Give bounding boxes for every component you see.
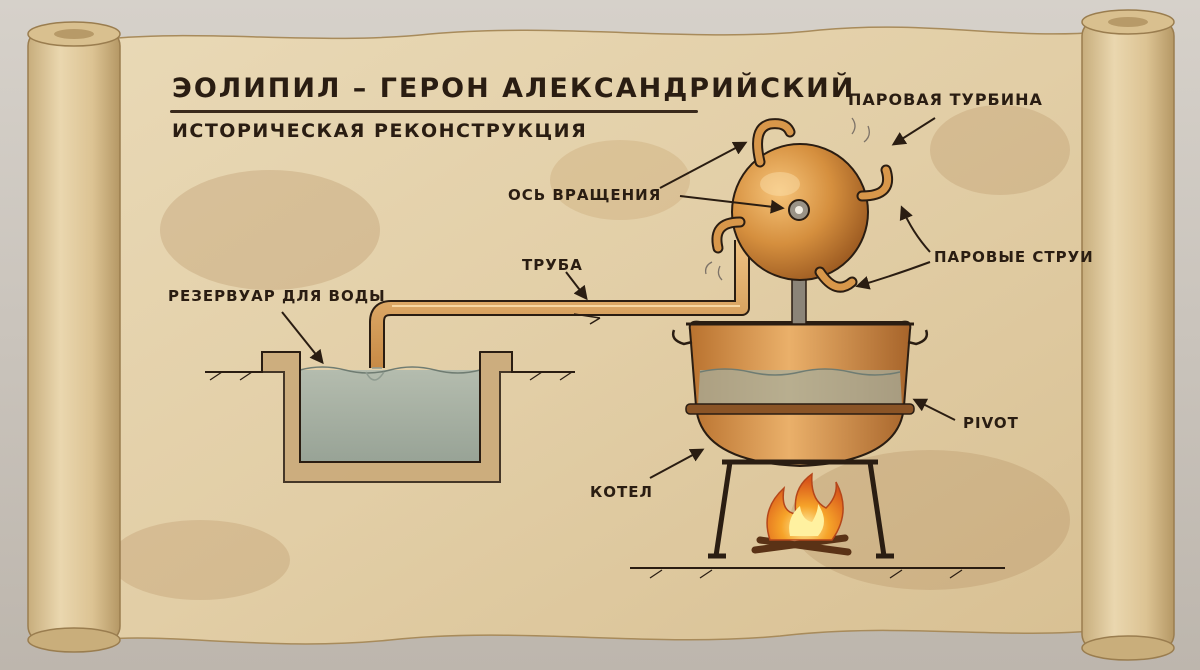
label-boiler: КОТЕЛ [590, 483, 653, 501]
label-arrows [281, 117, 956, 479]
label-pivot: PIVOT [963, 414, 1019, 432]
label-water-reservoir: РЕЗЕРВУАР ДЛЯ ВОДЫ [168, 287, 386, 305]
label-steam-turbine: ПАРОВАЯ ТУРБИНА [848, 90, 1043, 109]
fire [751, 472, 852, 556]
label-pipe: ТРУБА [522, 256, 583, 274]
aeolipile-sphere [704, 117, 893, 293]
label-steam-jets: ПАРОВЫЕ СТРУИ [934, 248, 1094, 266]
page-subtitle: ИСТОРИЧЕСКАЯ РЕКОНСТРУКЦИЯ [172, 120, 588, 142]
scroll-roll-right [1081, 9, 1175, 661]
boiler [671, 320, 929, 559]
title-underline [170, 110, 698, 113]
scroll-roll-left [27, 21, 121, 653]
label-rotation-axis: ОСЬ ВРАЩЕНИЯ [508, 186, 662, 204]
pipe [365, 240, 750, 381]
page-title: ЭОЛИПИЛ – ГЕРОН АЛЕКСАНДРИЙСКИЙ [172, 73, 856, 104]
water-reservoir [261, 351, 513, 483]
parchment-stains [110, 105, 1070, 600]
